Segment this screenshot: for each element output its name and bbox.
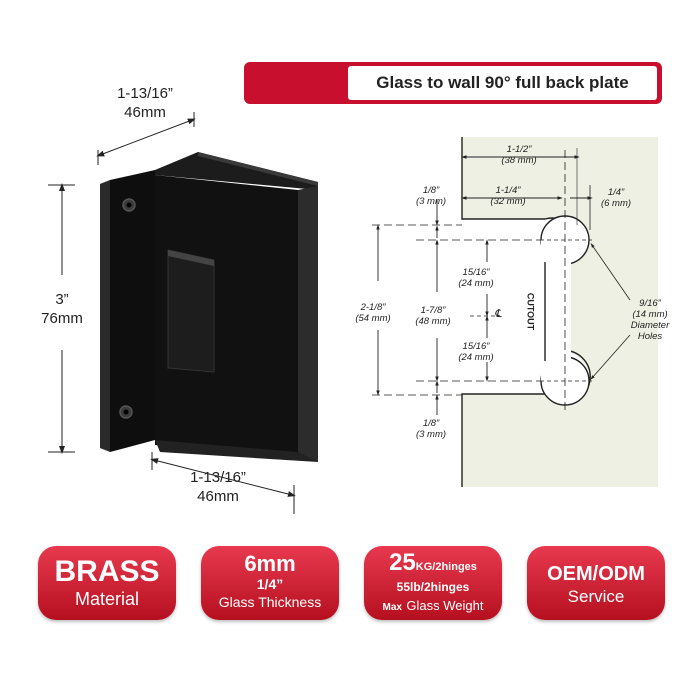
hinge-image [100, 152, 318, 462]
page-title: Glass to wall 90° full back plate [376, 73, 629, 92]
dim-15-16-a-inch: 15/16” [462, 267, 490, 278]
cutout-diagram [336, 137, 658, 487]
badge-thickness-label: Glass Thickness [218, 594, 322, 610]
badge-service: OEM/ODM Service [527, 546, 665, 620]
badge-weight-kg-line: 25KG/2hinges [364, 550, 502, 580]
badge-material-label: Material [74, 589, 140, 609]
dim-1-7-8-inch: 1-7/8” [420, 305, 446, 316]
dim-2-1-8-inch: 2-1/8” [360, 302, 386, 313]
badge-weight-lb: 55lb/2hinges [396, 580, 470, 594]
cutout-label: CUTOUT [525, 292, 536, 331]
badge-thickness-inch: 1/4” [256, 576, 284, 592]
badge-service-value: OEM/ODM [547, 563, 645, 585]
badge-weight-max: Max [382, 602, 402, 613]
dim-1-8-top-inch: 1/8” [422, 185, 440, 196]
dim-9-16-inch: 9/16” [639, 298, 661, 309]
dim-1-4-inch: 1/4” [607, 187, 625, 198]
badge-service-label: Service [567, 587, 625, 606]
height-mm: 76mm [41, 310, 83, 327]
badge-glass-thickness: 6mm 1/4” Glass Thickness [201, 546, 339, 620]
dim-9-16-mm: (14 mm) [632, 309, 668, 320]
dim-1-1-2: 1-1/2” (38 mm) [489, 144, 549, 166]
dim-1-7-8: 1-7/8” (48 mm) [408, 305, 458, 327]
dim-1-1-4: 1-1/4” (32 mm) [478, 185, 538, 207]
dim-2-1-8: 2-1/8” (54 mm) [346, 302, 400, 324]
badge-thickness-value: 6mm [244, 551, 296, 576]
dim-1-4: 1/4” (6 mm) [592, 187, 640, 209]
dim-1-4-mm: (6 mm) [600, 198, 632, 209]
dim-1-1-2-mm: (38 mm) [501, 155, 537, 166]
dim-2-1-8-mm: (54 mm) [355, 313, 391, 324]
dim-1-8-bottom-mm: (3 mm) [415, 429, 447, 440]
dim-9-16: 9/16” (14 mm) Diameter Holes [620, 298, 680, 342]
badge-weight-label: Glass Weight [406, 598, 484, 613]
dim-9-16-holes: Holes [637, 331, 663, 342]
badge-weight-value: 25 [389, 549, 416, 576]
dim-1-8-top-mm: (3 mm) [415, 196, 447, 207]
title-banner-inner: Glass to wall 90° full back plate [348, 66, 657, 100]
height-inch: 3” [55, 291, 69, 308]
dim-15-16-a: 15/16” (24 mm) [449, 267, 503, 289]
height-label: 3” 76mm [30, 290, 94, 328]
dim-15-16-b-inch: 15/16” [462, 341, 490, 352]
bottom-width-label: 1-13/16” 46mm [168, 468, 268, 506]
badge-material-value: BRASS [54, 555, 160, 588]
dim-1-8-top: 1/8” (3 mm) [406, 185, 456, 207]
dim-15-16-b: 15/16” (24 mm) [449, 341, 503, 363]
badge-weight-label-line: Max Glass Weight [364, 595, 502, 619]
title-banner: Glass to wall 90° full back plate [244, 62, 662, 104]
product-diagram [48, 112, 658, 514]
dim-15-16-a-mm: (24 mm) [458, 278, 494, 289]
top-width-mm: 46mm [124, 104, 166, 121]
bottom-width-inch: 1-13/16” [190, 469, 246, 486]
dim-1-1-4-inch: 1-1/4” [495, 185, 521, 196]
dim-1-8-bottom: 1/8” (3 mm) [406, 418, 456, 440]
badge-weight-unit: KG/2hinges [415, 561, 477, 573]
dim-1-7-8-mm: (48 mm) [415, 316, 451, 327]
top-width-label: 1-13/16” 46mm [100, 84, 190, 122]
dim-9-16-diameter: Diameter [630, 320, 670, 331]
centerline-symbol: ℄ [494, 308, 502, 320]
dim-1-8-bottom-inch: 1/8” [422, 418, 440, 429]
top-width-inch: 1-13/16” [117, 85, 173, 102]
badge-glass-weight: 25KG/2hinges 55lb/2hinges Max Glass Weig… [364, 546, 502, 620]
dim-1-1-4-mm: (32 mm) [490, 196, 526, 207]
badge-material: BRASS Material [38, 546, 176, 620]
dim-15-16-b-mm: (24 mm) [458, 352, 494, 363]
bottom-width-mm: 46mm [197, 488, 239, 505]
dim-1-1-2-inch: 1-1/2” [506, 144, 532, 155]
